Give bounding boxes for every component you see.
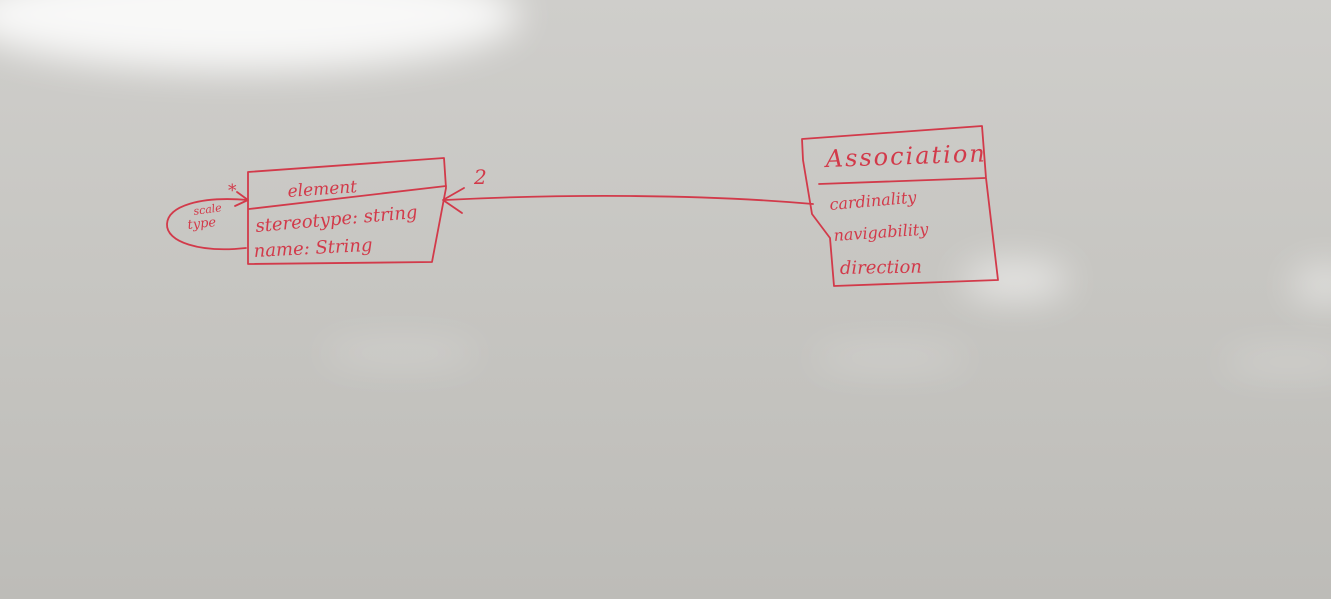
self-association-loop <box>166 198 249 251</box>
association-class-name: Association <box>823 139 987 173</box>
association-attribute-navigability: navigability <box>833 219 930 245</box>
self-association-arrowhead <box>234 191 249 207</box>
association-attribute-cardinality: cardinality <box>829 187 918 214</box>
association-class-box: Association cardinality navigability dir… <box>801 125 999 287</box>
association-arrowhead <box>442 187 465 214</box>
association-class-outline <box>801 125 999 287</box>
association-multiplicity: 2 <box>473 165 487 189</box>
self-association-label-line2: type <box>187 215 217 233</box>
element-class-name: element <box>287 177 358 202</box>
association-line: 2 <box>442 165 814 214</box>
element-attribute-stereotype: stereotype: string <box>255 202 419 237</box>
element-class-box: element stereotype: string name: String <box>247 157 447 265</box>
self-association-label-line1: scale <box>193 201 223 218</box>
element-class-divider <box>248 185 447 210</box>
association-class-divider <box>818 177 986 185</box>
element-attribute-name: name: String <box>253 235 373 262</box>
self-association-multiplicity: * <box>228 181 237 201</box>
association-line-path <box>444 195 814 205</box>
association-attribute-direction: direction <box>840 257 922 279</box>
element-class-outline <box>247 157 447 265</box>
self-association: scale type * <box>166 181 249 251</box>
